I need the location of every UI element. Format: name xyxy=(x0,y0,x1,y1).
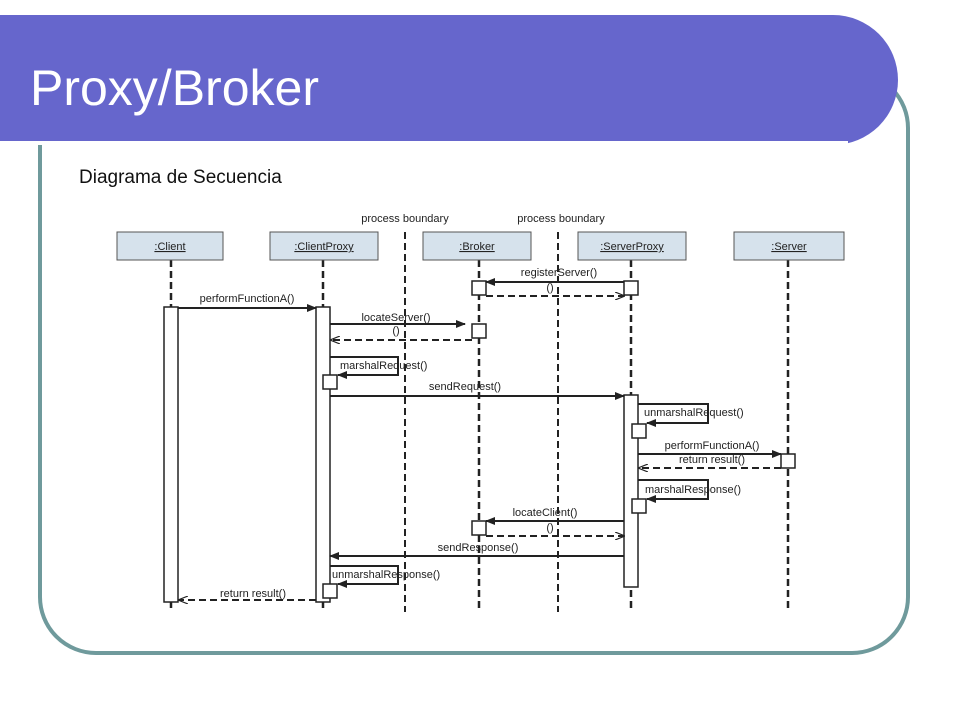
activation-server-1 xyxy=(780,453,796,469)
message-unmarshal-request-label: unmarshalRequest() xyxy=(644,407,744,419)
message-perform-function-a-server-label: performFunctionA() xyxy=(665,440,760,452)
activation-serverproxy-1 xyxy=(623,280,639,296)
message-register-server-label: registerServer() xyxy=(521,267,597,279)
message-send-response-label: sendResponse() xyxy=(438,542,519,554)
activation-broker-3 xyxy=(471,520,487,536)
participant-broker-label: :Broker xyxy=(459,241,495,253)
participant-serverproxy-label: :ServerProxy xyxy=(600,241,664,253)
activation-broker-2 xyxy=(471,323,487,339)
message-return-3-label: () xyxy=(546,522,553,534)
title-bar: Proxy/Broker xyxy=(0,15,898,145)
participant-clientproxy-label: :ClientProxy xyxy=(294,241,354,253)
message-send-request-label: sendRequest() xyxy=(429,381,501,393)
message-return-result-server-label: return result() xyxy=(679,454,745,466)
participant-client-label: :Client xyxy=(154,241,185,253)
diagram-caption: Diagrama de Secuencia xyxy=(79,167,282,188)
content-frame xyxy=(38,70,910,655)
slide-title: Proxy/Broker xyxy=(30,60,319,116)
message-marshal-request-arrow xyxy=(330,356,399,379)
activation-clientproxy-self-2 xyxy=(322,583,338,599)
activation-serverproxy-self-1 xyxy=(631,423,647,439)
message-unmarshal-response-label: unmarshalResponse() xyxy=(332,569,440,581)
activation-broker-1 xyxy=(471,280,487,296)
participant-server-label: :Server xyxy=(771,241,807,253)
participant-clientproxy-box xyxy=(269,231,379,261)
message-unmarshal-response-arrow xyxy=(330,565,399,588)
message-return-result-client-label: return result() xyxy=(220,588,286,600)
message-locate-client-label: locateClient() xyxy=(513,507,578,519)
message-perform-function-a-label: performFunctionA() xyxy=(200,293,295,305)
participant-server-box xyxy=(733,231,845,261)
participant-client-box xyxy=(116,231,224,261)
activation-clientproxy xyxy=(315,306,331,603)
message-marshal-request-label: marshalRequest() xyxy=(340,360,427,372)
message-locate-server-label: locateServer() xyxy=(361,312,430,324)
message-return-2-label: () xyxy=(392,325,399,337)
participant-broker-box xyxy=(422,231,532,261)
process-boundary-label-2: process boundary xyxy=(517,213,605,225)
title-underline xyxy=(0,141,848,145)
activation-serverproxy xyxy=(623,394,639,588)
message-marshal-response-arrow xyxy=(638,479,709,503)
message-return-1-label: () xyxy=(546,282,553,294)
process-boundary-label-1: process boundary xyxy=(361,213,449,225)
activation-serverproxy-self-2 xyxy=(631,498,647,514)
activation-clientproxy-self-1 xyxy=(322,374,338,390)
message-marshal-response-label: marshalResponse() xyxy=(645,484,741,496)
activation-client xyxy=(163,306,179,603)
message-unmarshal-request-arrow xyxy=(638,403,709,427)
participant-serverproxy-box xyxy=(577,231,687,261)
